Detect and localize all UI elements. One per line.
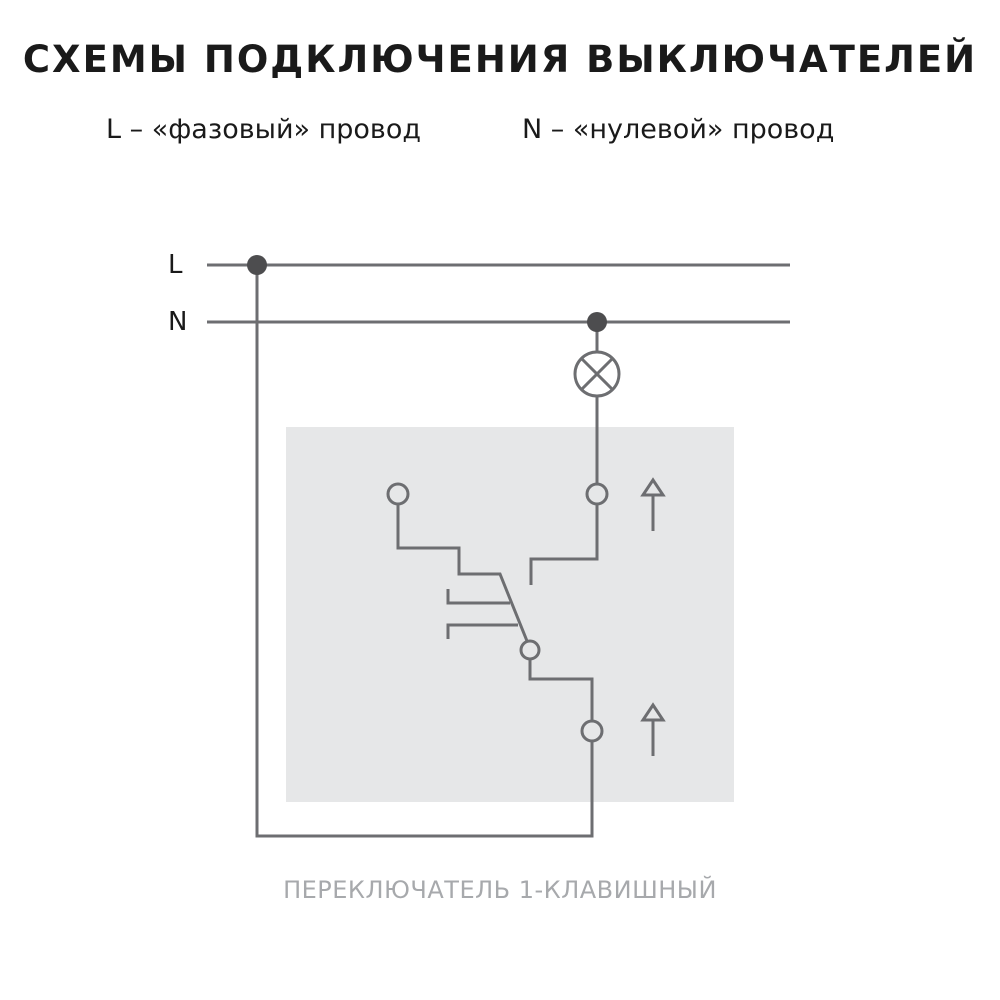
legend-phase: L – «фазовый» провод: [106, 114, 422, 145]
junction-node-N: [587, 312, 607, 332]
wire-label-N: N: [168, 307, 188, 337]
diagram-caption: ПЕРЕКЛЮЧАТЕЛЬ 1-КЛАВИШНЫЙ: [283, 876, 717, 904]
lamp-icon: [573, 350, 621, 398]
arrow-up-icon: [640, 477, 666, 531]
wire-label-L: L: [168, 250, 183, 280]
legend-neutral: N – «нулевой» провод: [522, 114, 835, 145]
page-title: СХЕМЫ ПОДКЛЮЧЕНИЯ ВЫКЛЮЧАТЕЛЕЙ: [22, 38, 978, 81]
junction-node-L: [247, 255, 267, 275]
phase-feed-wire: [255, 265, 594, 838]
switch-box: [286, 427, 734, 802]
arrow-up-icon: [640, 702, 666, 756]
